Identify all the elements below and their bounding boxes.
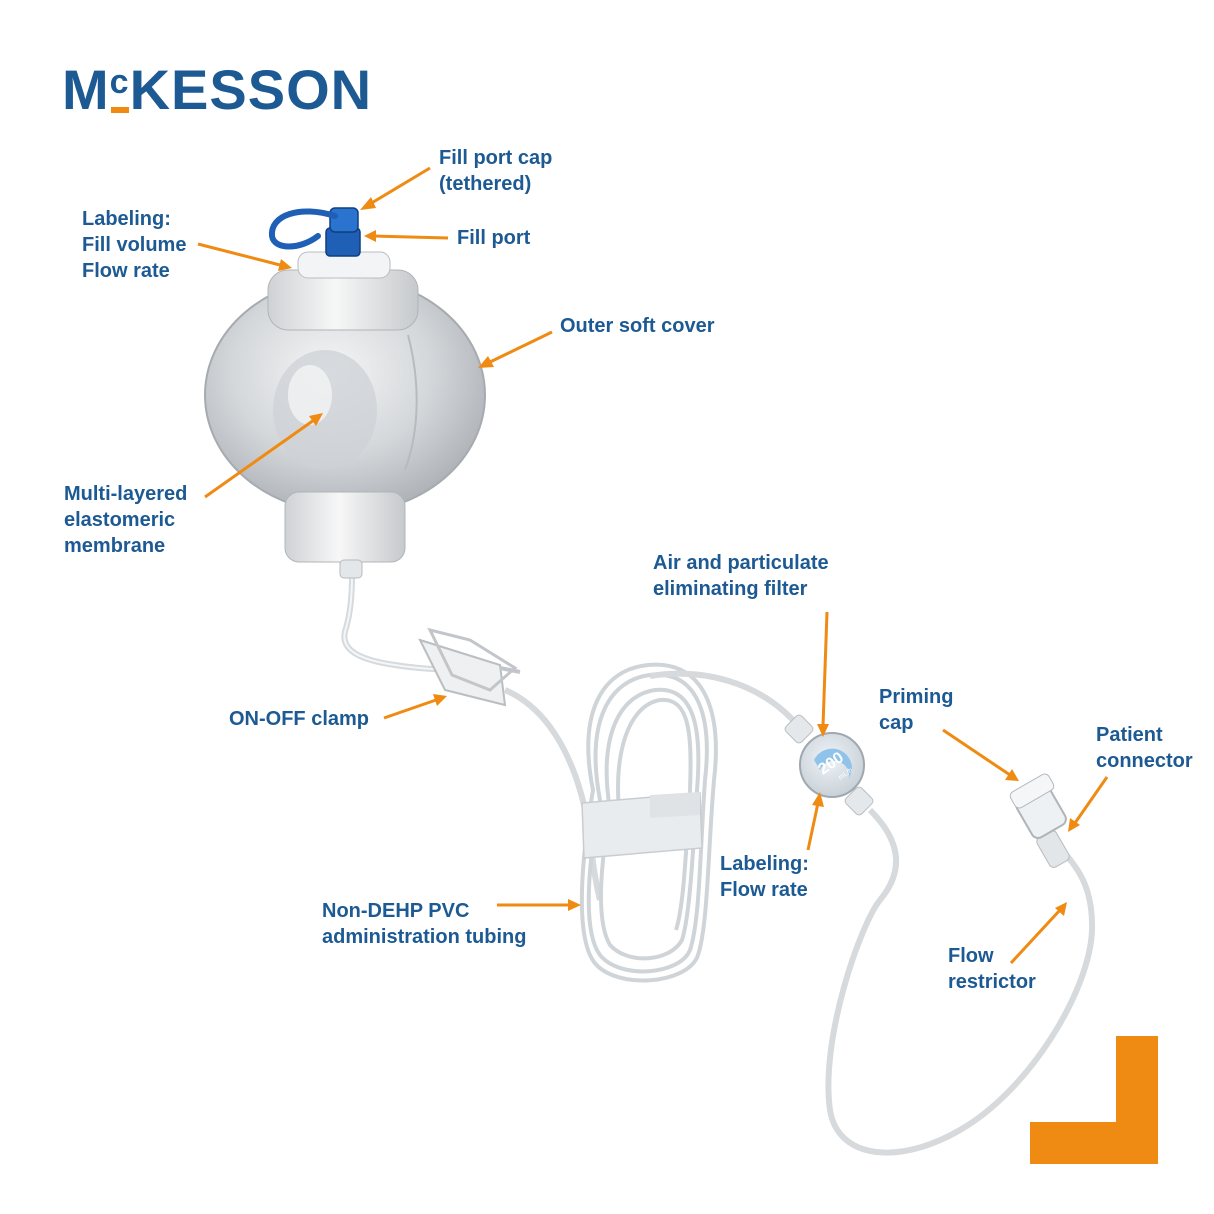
tube-to-filter [649, 670, 803, 730]
label-patient-connector: Patient connector [1096, 724, 1193, 772]
patient-connector [1009, 773, 1070, 868]
label-flow-restrictor: Flow restrictor [948, 945, 1036, 993]
filter [784, 714, 874, 816]
label-labeling-flow-rate: Labeling: Flow rate [720, 853, 809, 901]
coiled-tubing [579, 662, 718, 983]
callout-arrows [197, 166, 1109, 965]
fill-port [268, 207, 361, 257]
label-labeling-fill-volume: Labeling: Fill volume Flow rate [82, 208, 187, 282]
logo-suffix: KESSON [129, 58, 373, 121]
label-fill-port-cap: Fill port cap (tethered) [439, 147, 553, 195]
label-fill-port: Fill port [457, 227, 531, 249]
mckesson-logo: McKESSON [62, 52, 372, 120]
label-tubing: Non-DEHP PVC administration tubing [322, 900, 527, 948]
brand-corner-mark [1030, 1036, 1158, 1164]
logo-prefix: M [62, 58, 110, 121]
label-priming-cap: Priming cap [879, 686, 954, 734]
label-outer-soft-cover: Outer soft cover [560, 315, 715, 337]
label-membrane: Multi-layered elastomeric membrane [64, 483, 188, 557]
label-filter: Air and particulate eliminating filter [653, 552, 829, 600]
logo-small-c: c [109, 63, 130, 101]
tube-to-coil [503, 687, 603, 901]
elastomeric-reservoir [204, 251, 486, 579]
on-off-clamp [418, 627, 521, 707]
label-on-off-clamp: ON-OFF clamp [229, 708, 370, 730]
tube-to-restrictor [825, 807, 1096, 1156]
